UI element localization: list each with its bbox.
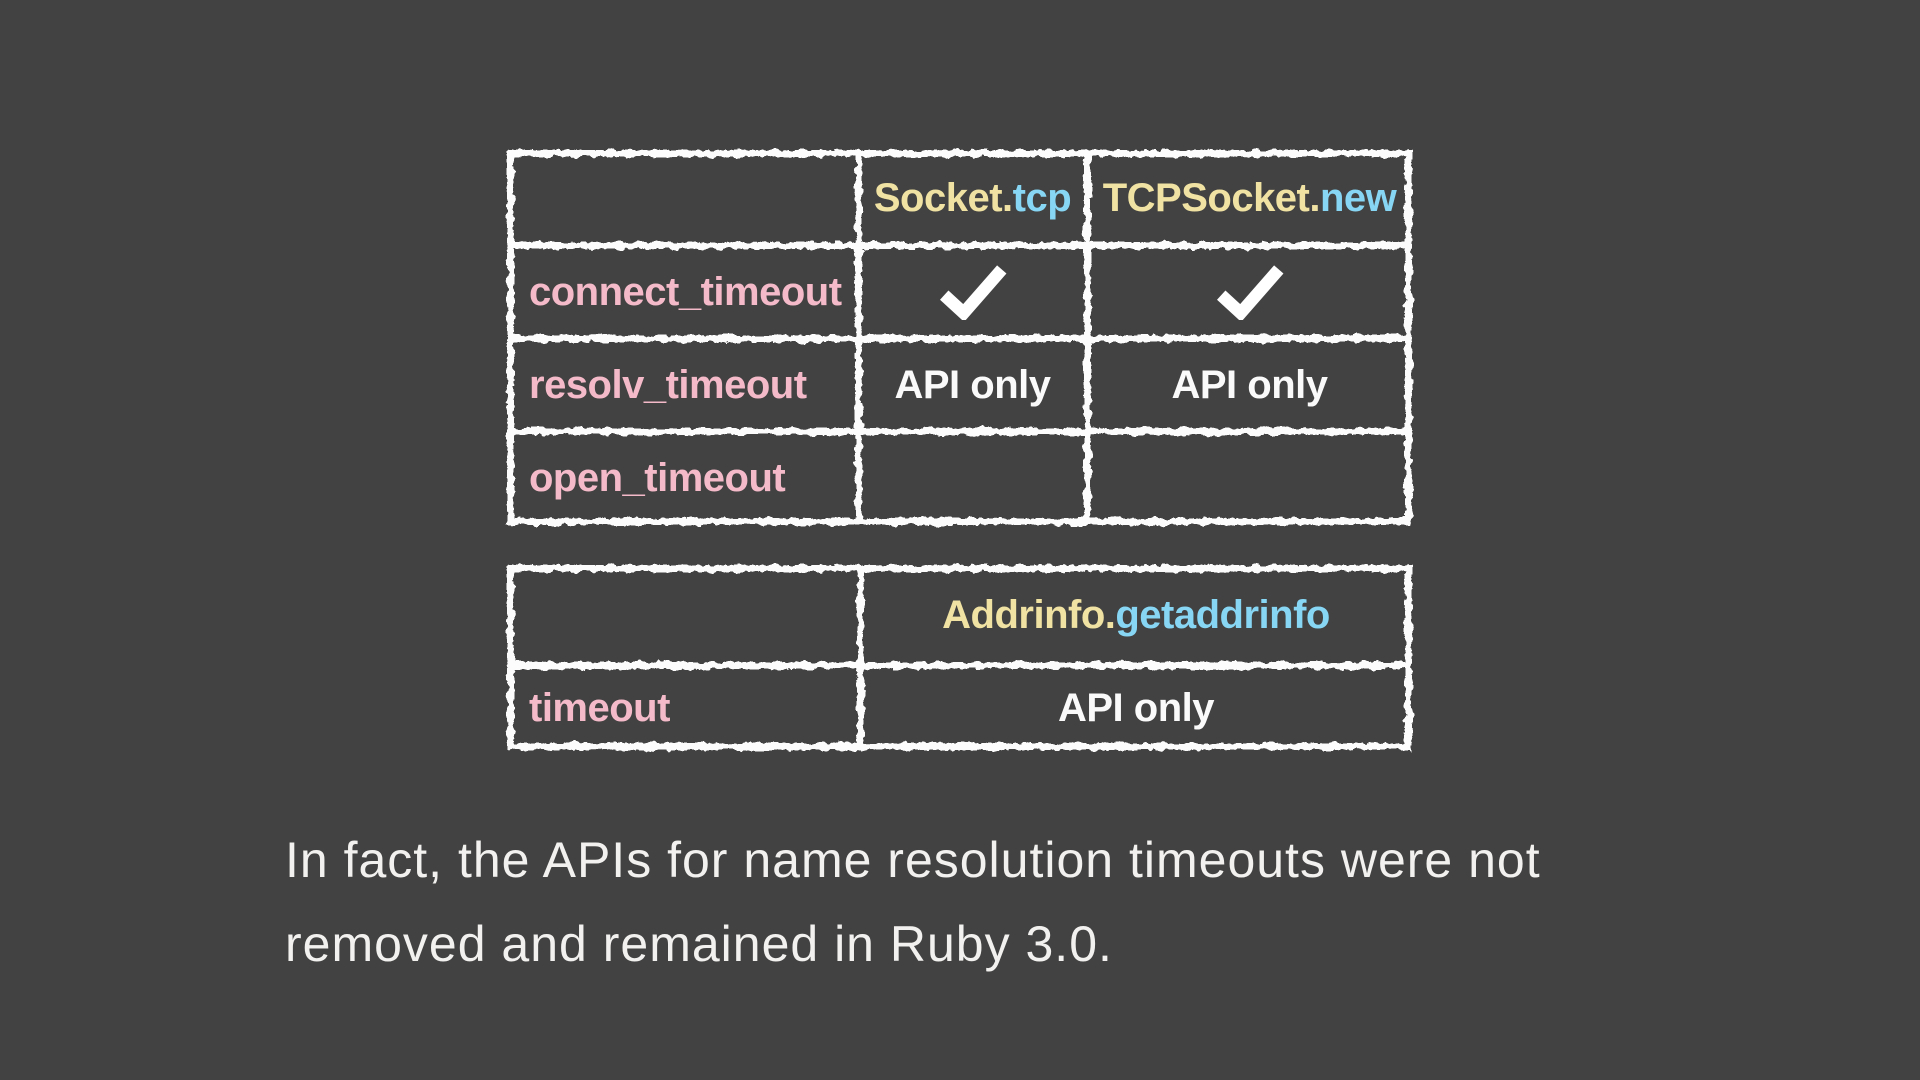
- empty-header-cell: [507, 150, 858, 245]
- column-header-socket-tcp: Socket.tcp: [858, 150, 1087, 245]
- method-name-text: getaddrinfo: [1115, 593, 1330, 637]
- table-border: [507, 565, 1412, 750]
- method-name-text: tcp: [1012, 175, 1072, 220]
- row-divider: [507, 335, 1412, 342]
- addrinfo-table: Addrinfo.getaddrinfo timeout API only: [507, 565, 1412, 750]
- socket-comparison-table: Socket.tcp TCPSocket.new connect_timeout…: [507, 150, 1412, 525]
- table-cell: [858, 245, 1087, 338]
- caption-line: In fact, the APIs for name resolution ti…: [285, 832, 1541, 888]
- table-cell: [858, 431, 1087, 525]
- check-icon: [1216, 264, 1283, 320]
- class-name-text: Addrinfo.: [942, 593, 1116, 637]
- row-label: resolv_timeout: [529, 362, 807, 407]
- table-cell: API only: [894, 362, 1051, 407]
- class-name-text: TCPSocket.: [1102, 175, 1321, 220]
- table-border: [507, 150, 1412, 525]
- caption-line: removed and remained in Ruby 3.0.: [285, 916, 1113, 972]
- table-cell: [1087, 431, 1412, 525]
- method-name-text: new: [1320, 175, 1397, 220]
- table-outer-border: [507, 565, 1412, 750]
- row-divider: [507, 662, 1412, 669]
- column-header-tcpsocket-new: TCPSocket.new: [1087, 150, 1412, 245]
- table-cell: API only: [1057, 685, 1215, 730]
- column-header-addrinfo-getaddrinfo: Addrinfo.getaddrinfo: [860, 565, 1412, 665]
- table-cell: [1087, 245, 1412, 338]
- table-content: Socket.tcp TCPSocket.new connect_timeout…: [507, 150, 1412, 525]
- check-icon: [939, 264, 1006, 320]
- row-divider: [507, 242, 1412, 249]
- table-content: Addrinfo.getaddrinfo timeout API only: [507, 565, 1412, 750]
- class-name-text: Socket.: [873, 175, 1013, 220]
- row-label: connect_timeout: [529, 269, 842, 314]
- empty-header-cell: [507, 565, 860, 665]
- row-label: timeout: [529, 685, 670, 730]
- caption-text: In fact, the APIs for name resolution ti…: [285, 818, 1541, 986]
- table-cell: API only: [1171, 362, 1328, 407]
- column-divider: [857, 565, 864, 750]
- row-divider: [507, 428, 1412, 435]
- row-label: open_timeout: [529, 456, 786, 500]
